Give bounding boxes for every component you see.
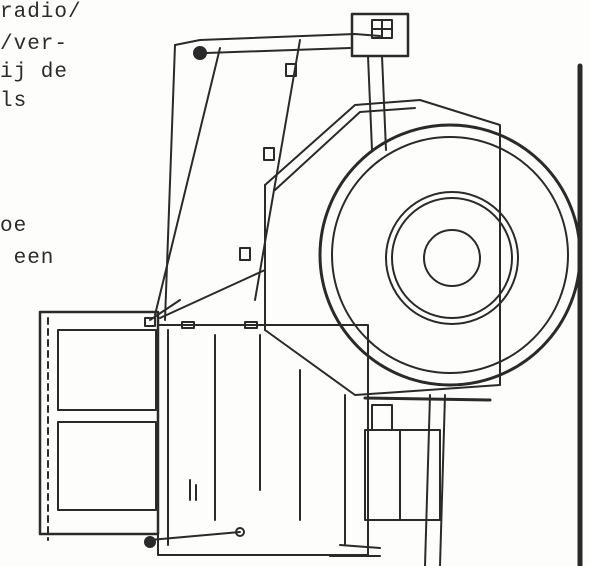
text-line-4: ls xyxy=(0,90,28,113)
rear-wheel-outer xyxy=(318,123,582,387)
lower-bar xyxy=(149,531,241,541)
light-box xyxy=(350,12,410,58)
rear-wheel-inner xyxy=(331,136,569,374)
text-line-3: ij de xyxy=(0,61,69,84)
wheel-hub xyxy=(423,229,481,287)
wheel-rim xyxy=(385,191,519,325)
text-line-1: radio/ xyxy=(0,1,82,24)
roof-mount-dot xyxy=(193,46,207,60)
text-line-6: een xyxy=(0,247,55,270)
body-block xyxy=(157,324,369,556)
text-line-2: /ver- xyxy=(0,33,69,56)
fender xyxy=(264,99,501,396)
text-line-5: oe xyxy=(0,215,28,238)
linkage-bar xyxy=(363,396,492,402)
cab-roof-frame xyxy=(174,33,381,46)
